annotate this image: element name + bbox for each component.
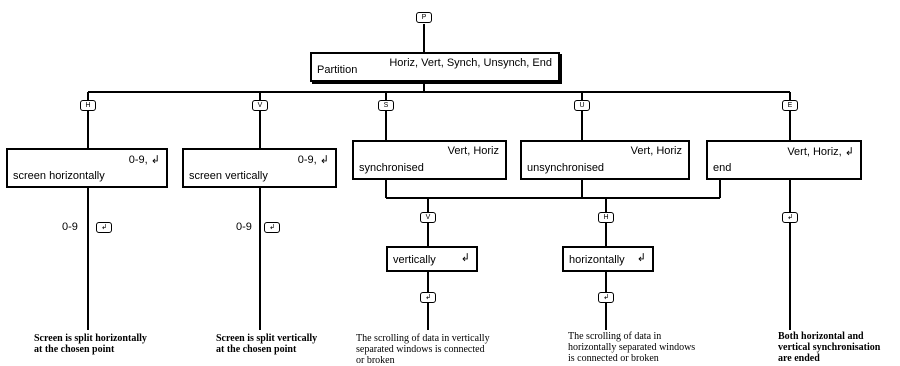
digit-input-label: 0-9 <box>62 221 78 233</box>
description-horizontal-scrolling: The scrolling of data in horizontally se… <box>568 331 696 364</box>
screen-vertically-box: 0-9, ↲ screen vertically <box>182 148 337 188</box>
end-box: Vert, Horiz, ↲ end <box>706 140 862 180</box>
description-horizontal-split: Screen is split horizontally at the chos… <box>34 333 147 355</box>
box-label: unsynchronised <box>527 162 605 174</box>
box-options: ↲ <box>636 252 646 264</box>
enter-key-icon: ↲ <box>782 212 798 223</box>
horizontally-box: ↲ horizontally <box>562 246 654 272</box>
enter-key-icon: ↲ <box>264 222 280 233</box>
unsynch-key-icon: U <box>574 100 590 111</box>
box-options: Vert, Horiz <box>447 145 499 157</box>
partition-options: Horiz, Vert, Synch, Unsynch, End <box>389 57 552 69</box>
sub-horizontally-key-icon: H <box>598 212 614 223</box>
description-vertical-scrolling: The scrolling of data in vertically sepa… <box>356 333 490 366</box>
box-options: Vert, Horiz <box>630 145 682 157</box>
box-label: end <box>713 162 732 174</box>
box-label: horizontally <box>569 254 625 266</box>
box-label: screen vertically <box>189 170 268 182</box>
partition-label: Partition <box>317 64 358 76</box>
box-options: Vert, Horiz, ↲ <box>787 146 854 158</box>
vertically-box: ↲ vertically <box>386 246 478 272</box>
vertically-key-icon: V <box>252 100 268 111</box>
enter-key-icon: ↲ <box>420 292 436 303</box>
description-synch-ended: Both horizontal and vertical synchronisa… <box>778 331 881 364</box>
box-label: screen horizontally <box>13 170 105 182</box>
description-vertical-split: Screen is split vertically at the chosen… <box>216 333 318 355</box>
box-label: vertically <box>393 254 436 266</box>
sub-vertically-key-icon: V <box>420 212 436 223</box>
partition-box: Horiz, Vert, Synch, Unsynch, End Partiti… <box>310 52 560 82</box>
digit-input-label: 0-9 <box>236 221 252 233</box>
end-key-icon: E <box>782 100 798 111</box>
screen-horizontally-box: 0-9, ↲ screen horizontally <box>6 148 168 188</box>
horizontally-key-icon: H <box>80 100 96 111</box>
enter-key-icon: ↲ <box>96 222 112 233</box>
enter-key-icon: ↲ <box>598 292 614 303</box>
partition-key-icon: P <box>416 12 432 23</box>
box-options: ↲ <box>460 252 470 264</box>
box-options: 0-9, ↲ <box>297 154 329 166</box>
synchronised-box: Vert, Horiz synchronised <box>352 140 507 180</box>
unsynchronised-box: Vert, Horiz unsynchronised <box>520 140 690 180</box>
box-label: synchronised <box>359 162 424 174</box>
box-options: 0-9, ↲ <box>128 154 160 166</box>
synch-key-icon: S <box>378 100 394 111</box>
